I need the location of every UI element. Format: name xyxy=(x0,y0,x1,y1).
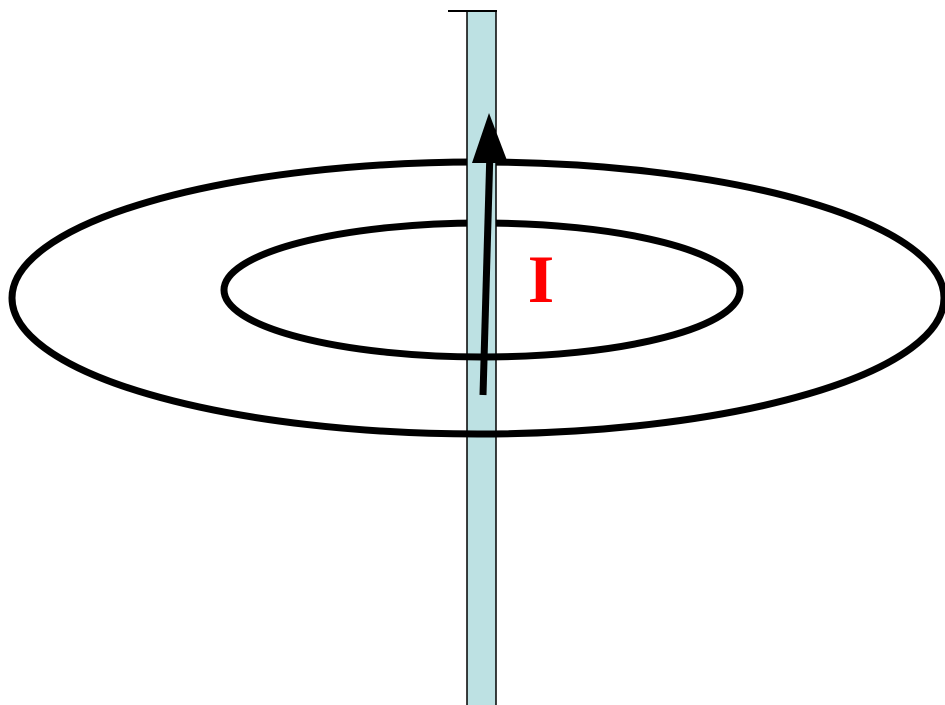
current-direction-arrow xyxy=(472,113,508,396)
outer-field-loop-front xyxy=(8,297,945,438)
current-label: I xyxy=(528,241,554,317)
arrow-shaft xyxy=(479,149,494,396)
arrow-head-icon xyxy=(472,113,508,163)
